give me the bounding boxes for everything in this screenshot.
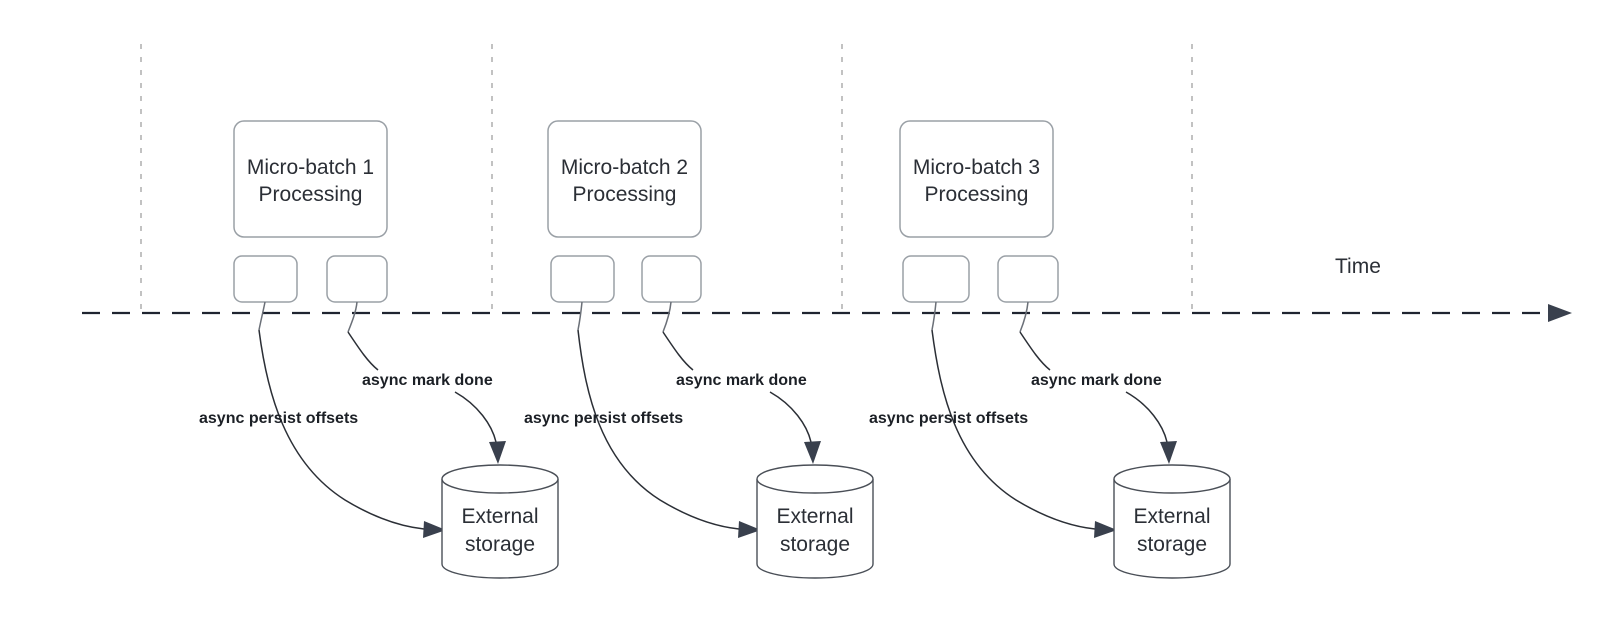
task-3a-box[interactable] bbox=[902, 255, 970, 303]
mark-done-1-label: async mark done bbox=[362, 372, 493, 389]
external-storage-1-top bbox=[441, 464, 559, 494]
mark-done-2-arrow bbox=[662, 331, 694, 371]
persist-offsets-2-label: async persist offsets bbox=[524, 410, 684, 427]
mark-done-1-arrow bbox=[347, 331, 379, 371]
task-2b-stem bbox=[662, 301, 672, 333]
persist-offsets-1-label: async persist offsets bbox=[199, 410, 359, 427]
persist-offsets-2-arrowhead bbox=[738, 521, 761, 538]
microbatch-3-box[interactable] bbox=[899, 120, 1054, 238]
mark-done-2-arrow-lower bbox=[769, 391, 812, 443]
mark-done-1-arrowhead bbox=[489, 441, 506, 464]
group-2-shapes bbox=[547, 120, 874, 579]
time-axis-label: Time bbox=[1335, 255, 1381, 278]
task-1b-stem bbox=[347, 301, 358, 333]
mark-done-2-arrowhead bbox=[804, 441, 821, 464]
external-storage-3-top bbox=[1113, 464, 1231, 494]
group-1-shapes bbox=[233, 120, 559, 579]
task-3b-stem bbox=[1019, 301, 1029, 333]
group-3-shapes bbox=[899, 120, 1231, 579]
mark-done-3-arrowhead bbox=[1160, 441, 1177, 464]
time-axis-arrowhead bbox=[1548, 304, 1572, 322]
mark-done-2-label: async mark done bbox=[676, 372, 807, 389]
persist-offsets-3-arrow bbox=[931, 329, 1096, 530]
persist-offsets-1-arrow bbox=[258, 329, 425, 530]
task-2b-box[interactable] bbox=[641, 255, 702, 303]
task-3b-box[interactable] bbox=[997, 255, 1059, 303]
task-2a-stem bbox=[577, 301, 583, 331]
persist-offsets-3-arrowhead bbox=[1094, 521, 1117, 538]
external-storage-3-body bbox=[1113, 479, 1231, 579]
external-storage-2-body bbox=[756, 479, 874, 579]
microbatch-2-box[interactable] bbox=[547, 120, 702, 238]
mark-done-1-arrow-lower bbox=[454, 391, 497, 443]
mark-done-3-label: async mark done bbox=[1031, 372, 1162, 389]
mark-done-3-arrow-lower bbox=[1125, 391, 1168, 443]
task-1a-stem bbox=[258, 301, 266, 331]
persist-offsets-1-arrowhead bbox=[423, 521, 446, 538]
external-storage-2-top bbox=[756, 464, 874, 494]
mark-done-3-arrow bbox=[1019, 331, 1051, 371]
persist-offsets-2-arrow bbox=[577, 329, 740, 530]
task-1a-box[interactable] bbox=[233, 255, 298, 303]
separator-lines bbox=[140, 44, 1193, 313]
task-2a-box[interactable] bbox=[550, 255, 615, 303]
task-3a-stem bbox=[931, 301, 937, 331]
task-1b-box[interactable] bbox=[326, 255, 388, 303]
persist-offsets-3-label: async persist offsets bbox=[869, 410, 1029, 427]
microbatch-1-box[interactable] bbox=[233, 120, 388, 238]
external-storage-1-body bbox=[441, 479, 559, 579]
time-axis bbox=[82, 304, 1572, 322]
